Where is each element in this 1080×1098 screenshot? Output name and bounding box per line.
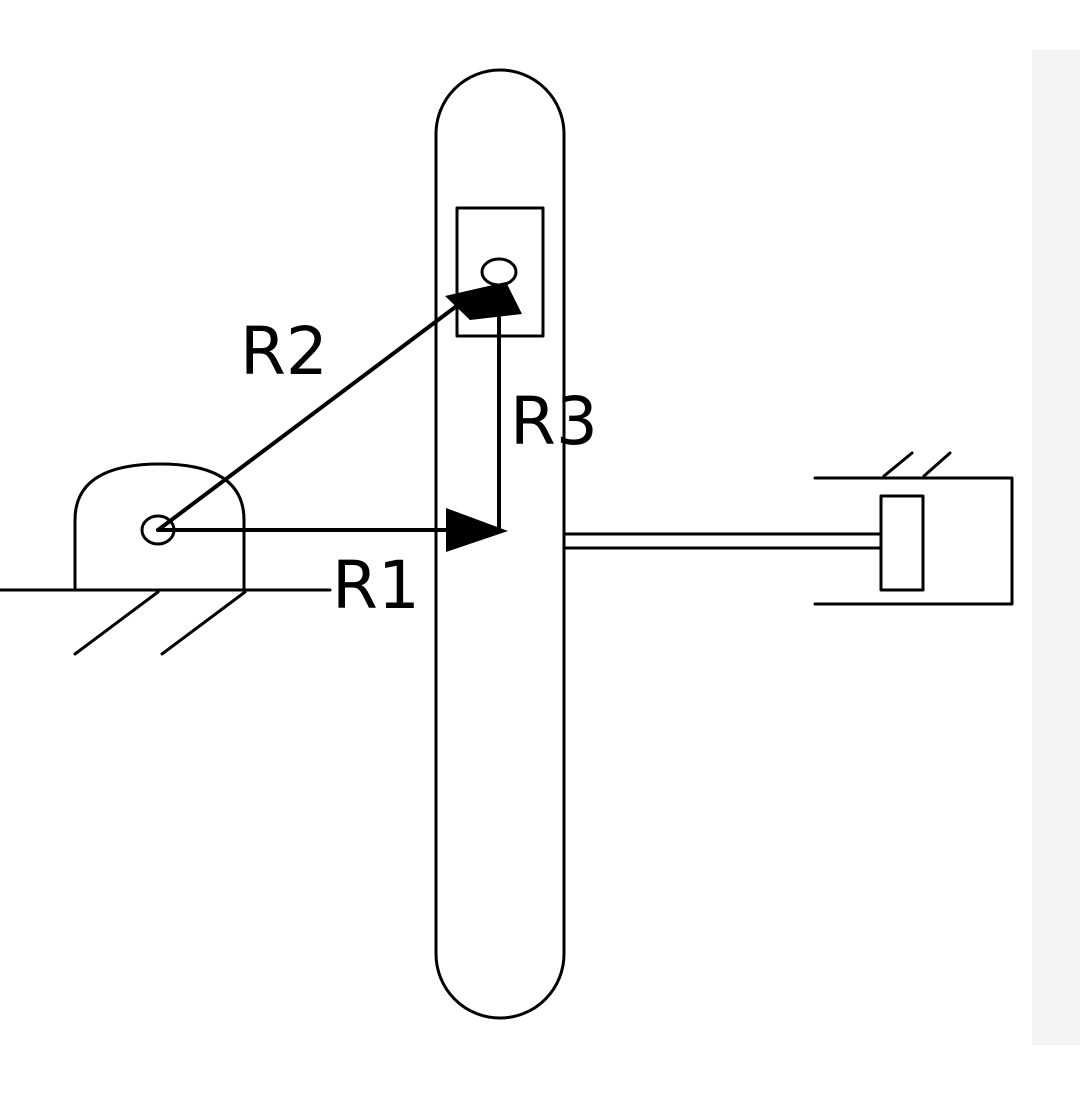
vector-r2	[156, 294, 472, 532]
slider-pin	[480, 257, 518, 287]
vector-r1-arrowhead	[446, 508, 508, 552]
ground-hatch	[160, 590, 247, 656]
background-panel	[1032, 50, 1080, 1045]
slotted-bar	[434, 68, 566, 1020]
ground-hatch	[73, 590, 160, 656]
piston-head	[879, 494, 925, 592]
vector-r2-arrowhead	[445, 282, 522, 320]
cylinder-hatch	[922, 451, 952, 478]
label-r1: R1	[332, 547, 420, 624]
cylinder-wall	[813, 476, 1014, 606]
label-r2: R2	[240, 313, 328, 390]
cylinder-hatch	[882, 451, 914, 478]
pivot-bearing	[73, 462, 246, 590]
label-r3: R3	[510, 383, 598, 460]
